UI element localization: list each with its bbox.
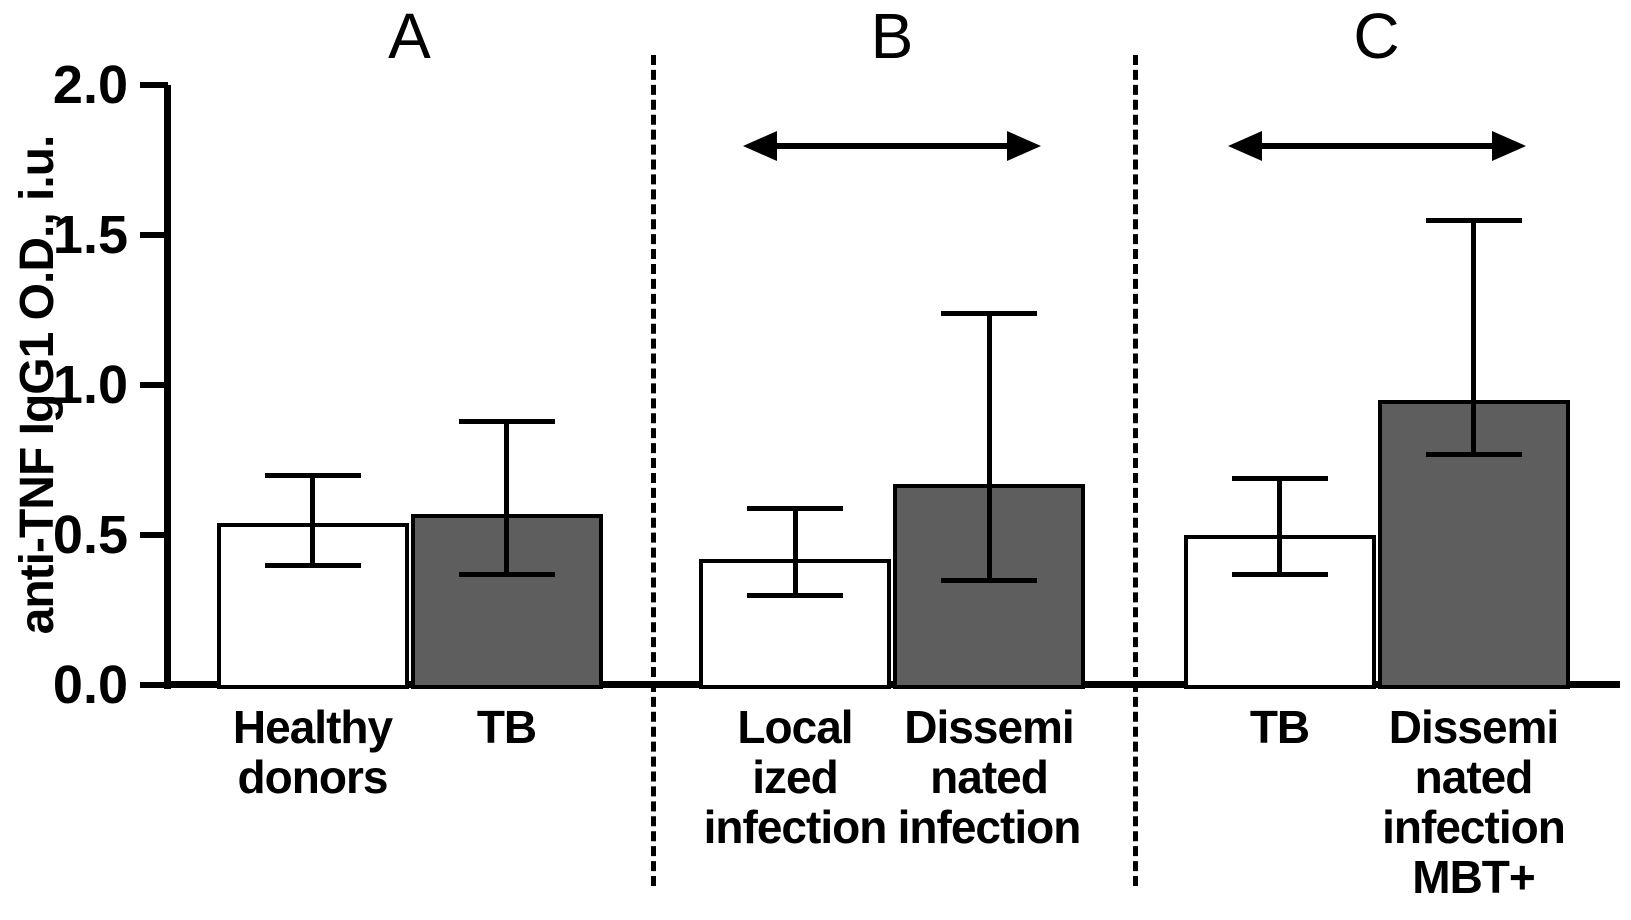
error-bar-cap [747,506,843,511]
error-bar-cap [264,473,361,478]
category-label-line: Dissemi [904,701,1074,753]
arrow-head-left [1227,131,1262,161]
panel-letter: A [388,0,431,72]
error-bar-cap [941,311,1037,316]
error-bar-cap [1425,452,1522,457]
error-bar-cap [1231,476,1328,481]
error-bar-cap [941,578,1037,583]
category-label-line: donors [237,751,389,803]
category-label-line: infection [897,801,1082,853]
y-tick-mark [140,532,168,538]
error-bar-cap [1425,218,1522,223]
y-tick-label: 1.5 [52,205,128,265]
bar-open [216,523,409,689]
y-tick-label: 1.0 [52,355,128,415]
y-tick-mark [140,82,168,88]
y-tick-mark [140,232,168,238]
arrow-head-right [1491,131,1526,161]
panel-letter: B [870,0,914,72]
y-tick-mark [140,382,168,388]
y-tick-label: 0.0 [52,655,128,715]
error-bar-cap [458,419,555,424]
x-axis-baseline [164,681,1620,688]
y-tick-label: 0.5 [52,505,128,565]
y-tick-mark [140,682,168,688]
category-label: TB [1100,702,1460,752]
category-label-line: MBT+ [1412,851,1536,903]
comparison-arrow-shaft [1257,143,1496,149]
y-tick-label: 2.0 [52,55,128,115]
category-label-line: nated [1414,751,1534,803]
error-bar-line [504,421,509,574]
category-label: TB [327,702,687,752]
error-bar-line [1277,478,1282,574]
category-label-line: Local [737,701,853,753]
arrow-head-left [743,131,777,161]
category-label-line: infection [1382,801,1566,853]
panel-separator-line [651,55,656,886]
category-label-line: TB [1249,701,1310,753]
arrow-head-right [1007,131,1041,161]
panel-separator-line [1133,55,1138,886]
error-bar-line [310,475,315,565]
category-label-line: Dissemi [1388,701,1559,753]
panel-letter: C [1353,0,1400,72]
error-bar-cap [264,563,361,568]
category-label-line: infection [703,801,888,853]
comparison-arrow-shaft [773,143,1011,149]
error-bar-line [792,508,798,595]
category-label-line: ized [752,751,838,803]
error-bar-cap [458,572,555,577]
category-label-line: Healthy [232,701,393,753]
category-label-line: nated [930,751,1049,803]
error-bar-cap [1231,572,1328,577]
error-bar-cap [747,593,843,598]
category-label-line: TB [476,701,537,753]
error-bar-line [1471,220,1476,454]
error-bar-line [986,313,992,580]
